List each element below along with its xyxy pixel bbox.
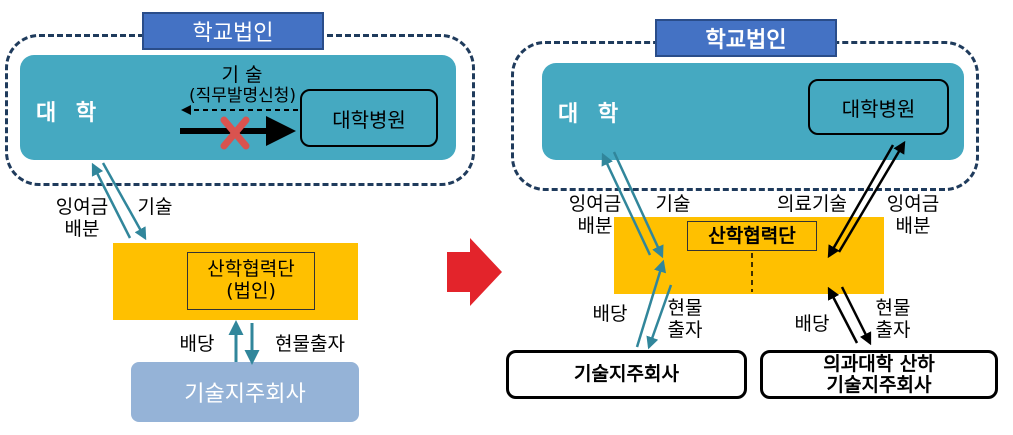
right-tech-down-arrow	[612, 151, 664, 259]
right-surplus-line-2: 배분	[577, 215, 613, 237]
right-tech-label: 기술	[655, 193, 691, 215]
left-hospital-box: 대학병원	[300, 89, 438, 147]
right-surplus-right-label: 잉여금 배분	[878, 193, 948, 237]
left-dividend-label: 배당	[179, 333, 215, 355]
right-inkind-left-line-1: 현물	[667, 297, 703, 319]
right-inkind-right-line-1: 현물	[875, 297, 911, 319]
right-surplus-right-line-2: 배분	[895, 215, 931, 237]
left-inkind-label: 현물출자	[275, 333, 345, 355]
right-inkind-left-line-2: 출자	[667, 319, 703, 341]
left-university-label: 대 학	[36, 101, 103, 126]
right-inkind-right-line-2: 출자	[875, 319, 911, 341]
left-tech-sub-label: (직무발명신청)	[188, 86, 297, 106]
right-medical-tech-arrow	[827, 144, 895, 259]
right-dividend-right-arrow	[827, 286, 859, 344]
right-dividend-right-label: 배당	[794, 313, 830, 335]
left-foundation-inner: 산학협력단 (법인)	[187, 252, 315, 310]
left-foundation-box	[113, 243, 358, 320]
transition-arrow-icon	[447, 238, 502, 306]
right-dividend-left-label: 배당	[592, 303, 628, 325]
left-tech-arrow-label: 기술	[137, 196, 173, 218]
right-inkind-left-arrow	[646, 284, 673, 350]
right-medical-holding-line-1: 의과대학 산하	[823, 352, 935, 375]
left-surplus-arrow	[91, 162, 132, 239]
left-tech-label: 기 술	[221, 64, 263, 86]
right-inkind-right-arrow	[840, 286, 872, 346]
left-corporation-title: 학교법인	[142, 12, 324, 50]
left-surplus-line-2: 배분	[64, 218, 100, 240]
right-medical-tech-label: 의료기술	[777, 193, 847, 215]
right-medical-holding-line-2: 기술지주회사	[826, 373, 932, 396]
right-university-label: 대 학	[558, 102, 625, 127]
right-surplus-line-1: 잉여금	[568, 193, 622, 215]
right-holding-box: 기술지주회사	[506, 350, 747, 399]
right-dividend-left-arrow	[635, 259, 667, 348]
right-foundation-label: 산학협력단	[687, 221, 817, 251]
right-surplus-right-line-1: 잉여금	[886, 193, 940, 215]
left-holding-label: 기술지주회사	[184, 382, 306, 407]
right-inkind-left-label: 현물 출자	[660, 297, 710, 341]
right-surplus-up-arrow	[837, 140, 906, 253]
right-holding-label: 기술지주회사	[574, 363, 679, 385]
left-university-box	[20, 55, 456, 160]
blocked-cross-icon	[220, 116, 250, 150]
right-surplus-arrow	[601, 152, 652, 256]
left-foundation-type: (법인)	[226, 280, 276, 302]
left-surplus-line-1: 잉여금	[55, 196, 109, 218]
left-foundation-name: 산학협력단	[207, 258, 295, 280]
left-surplus-label: 잉여금 배분	[46, 196, 118, 240]
right-inkind-right-label: 현물 출자	[868, 297, 918, 341]
right-surplus-label: 잉여금 배분	[560, 193, 630, 237]
left-tech-down-arrow	[101, 162, 147, 241]
right-hospital-box: 대학병원	[808, 79, 949, 135]
left-holding-box: 기술지주회사	[131, 362, 359, 422]
right-corporation-title: 학교법인	[655, 19, 837, 57]
right-medical-holding-box: 의과대학 산하 기술지주회사	[760, 350, 998, 399]
